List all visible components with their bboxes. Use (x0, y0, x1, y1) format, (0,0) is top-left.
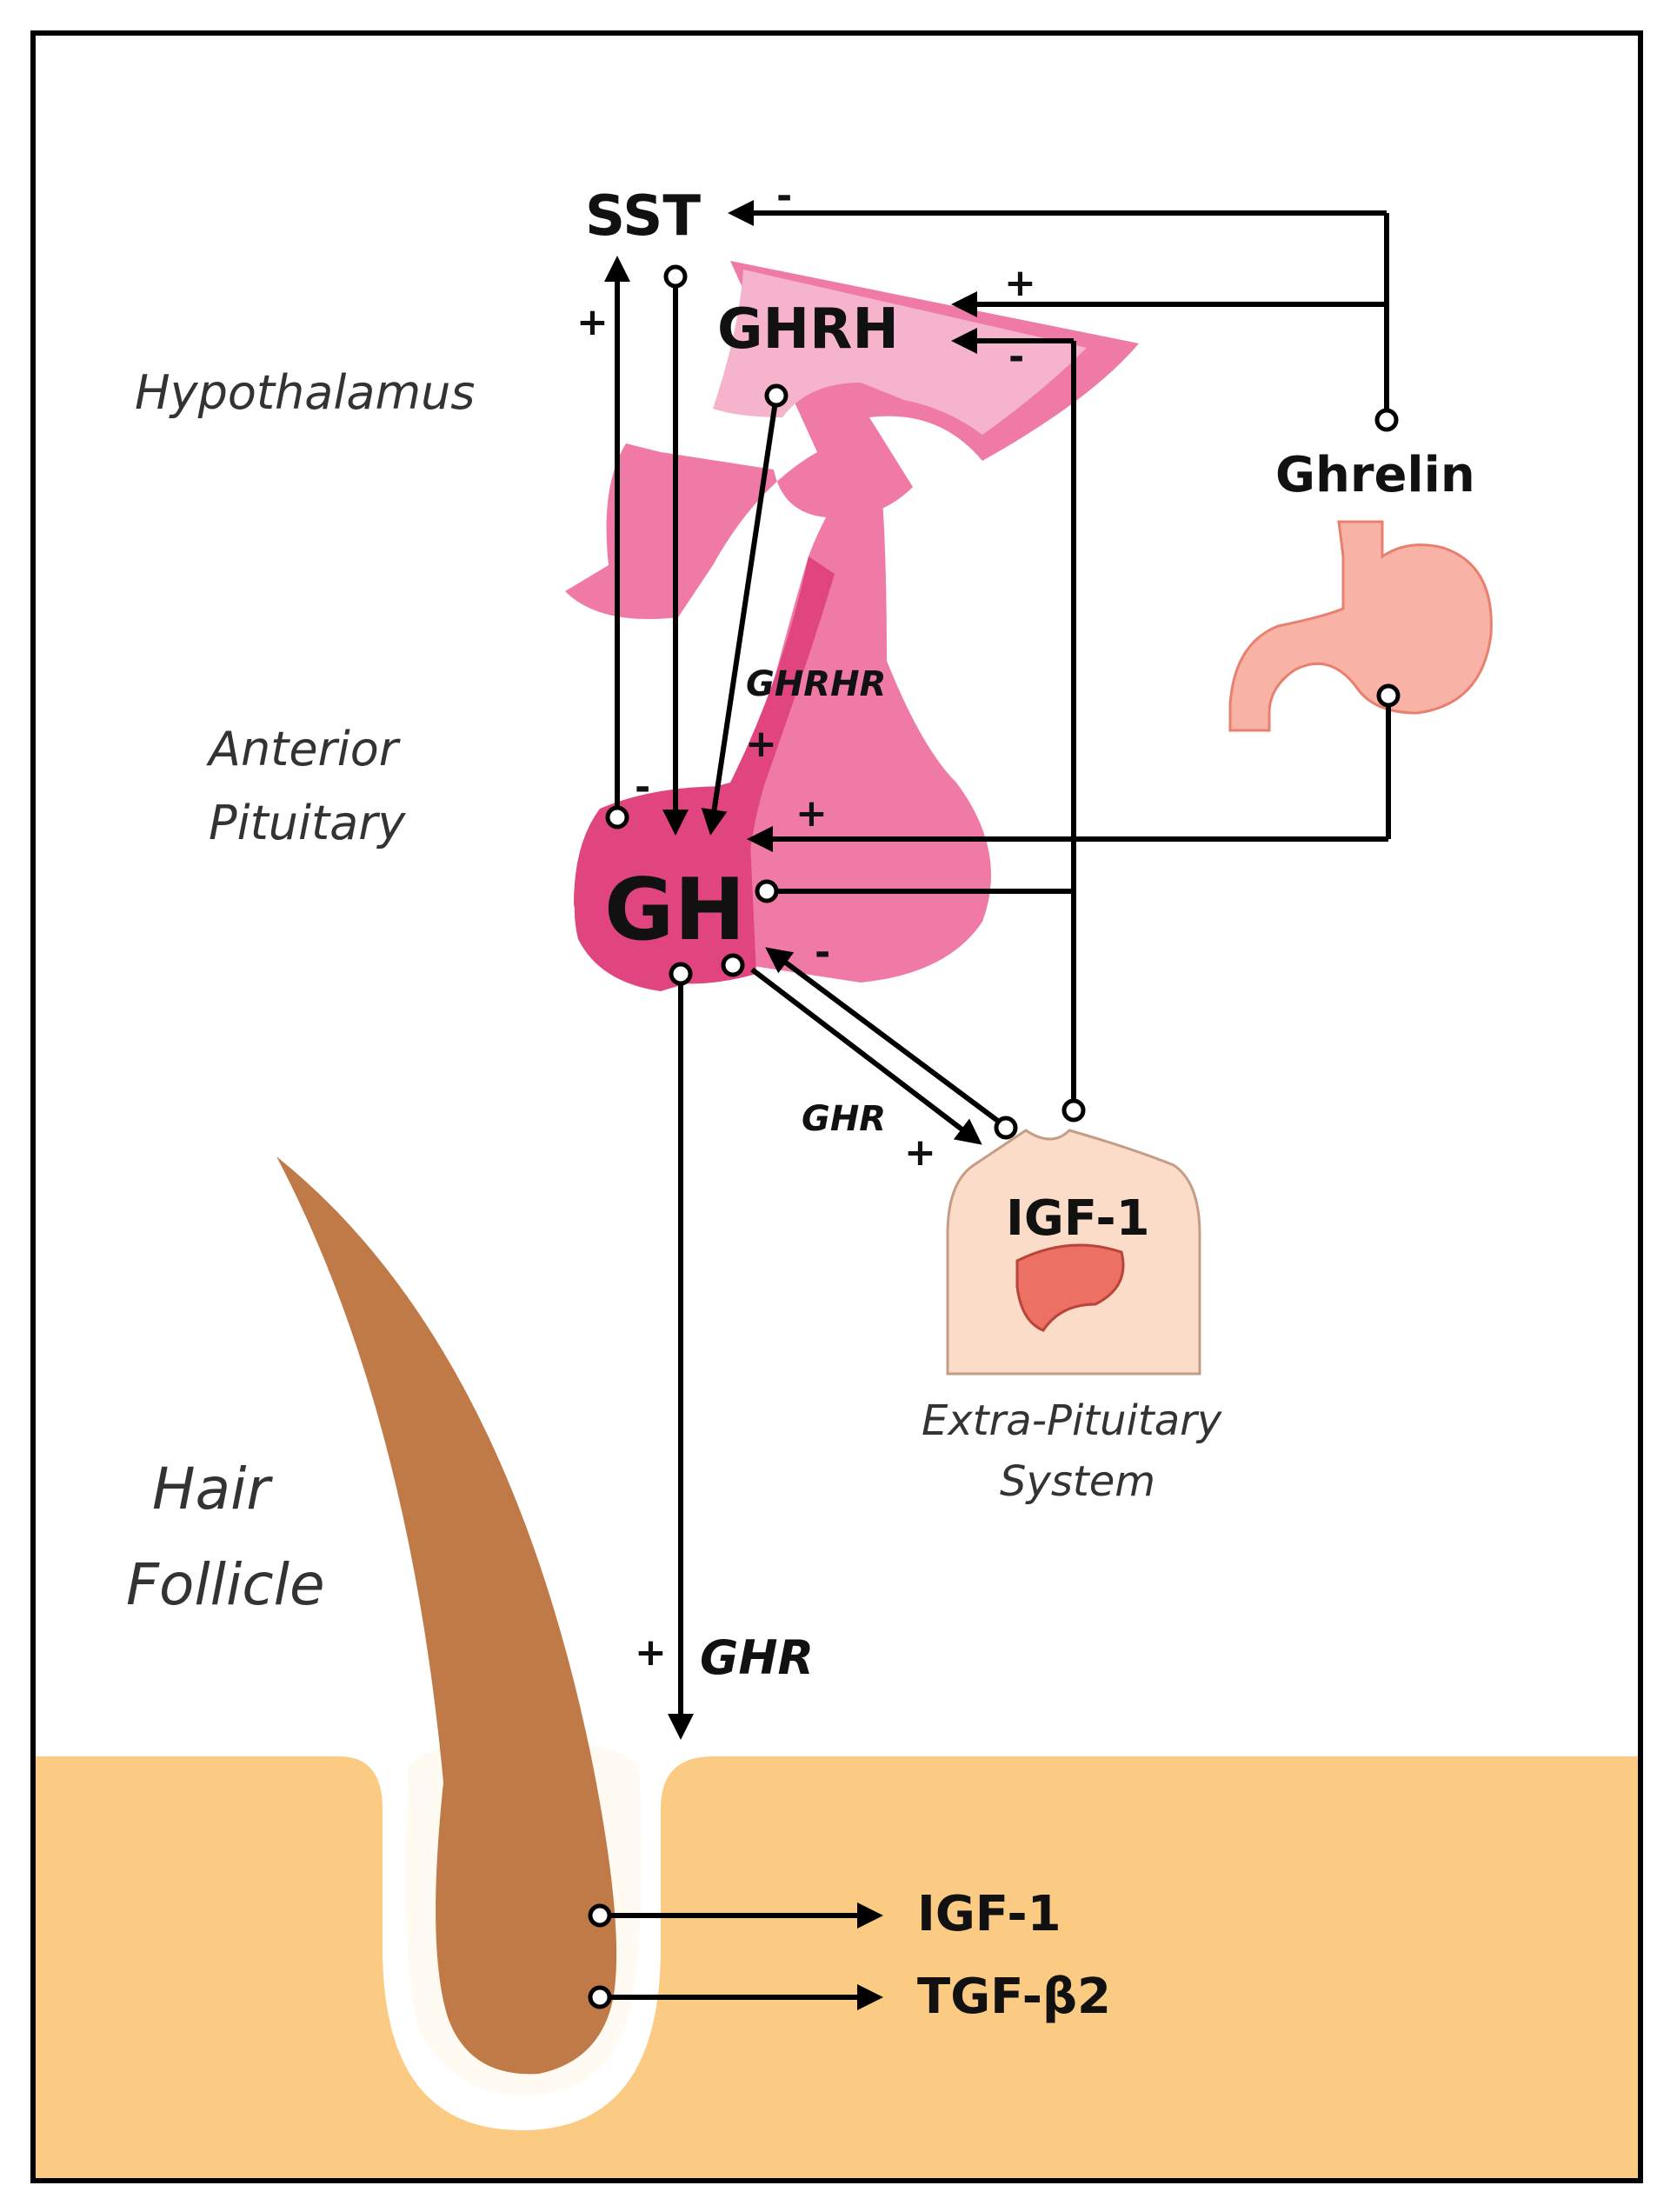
source-nodes (588, 264, 1401, 2009)
tgfb2-label: TGF-β2 (917, 1969, 1111, 2025)
hair-shaft-icon (276, 1156, 617, 2075)
sign-gh-igf1: + (904, 1130, 936, 1175)
regulation-arrows (604, 200, 1391, 2010)
hypothalamus-highlight (713, 270, 1087, 435)
sign-sst-gh: - (635, 765, 650, 810)
sign-igf1-gh: - (815, 930, 830, 975)
ghrelin-label: Ghrelin (1275, 447, 1475, 503)
hypothalamus-label: Hypothalamus (135, 365, 475, 420)
igf1-liver-label: IGF-1 (1006, 1190, 1150, 1247)
ghrh-label: GHRH (717, 297, 899, 362)
gh-label: GH (604, 861, 745, 960)
liver-icon (1015, 1243, 1125, 1332)
sst-label: SST (585, 184, 701, 249)
follicle-label: Follicle (126, 1551, 325, 1618)
sign-gh-sst: + (576, 300, 609, 344)
extra-pituitary-label: Extra-Pituitary (922, 1396, 1222, 1445)
sign-ghrelin-gh: + (795, 791, 828, 836)
sign-gh-follicle: + (635, 1630, 667, 1675)
igf1-follicle-label: IGF-1 (917, 1886, 1061, 1942)
hair-label: Hair (152, 1456, 273, 1522)
ghr-follicle-label: GHR (700, 1630, 814, 1685)
pituitary-label: Pituitary (209, 796, 406, 850)
sign-ghrh-gh: + (745, 722, 777, 766)
stomach-icon (1228, 520, 1493, 732)
ghr-liver-label: GHR (802, 1099, 886, 1139)
pituitary-stalk (730, 452, 991, 983)
anterior-label: Anterior (206, 722, 401, 776)
sign-ghrelin-ghrh: + (1004, 261, 1036, 305)
gh-gland-shape (574, 786, 756, 984)
system-label: System (1000, 1457, 1155, 1506)
skin-layer (36, 1756, 1638, 2178)
ghrhr-label: GHRHR (746, 664, 886, 704)
sign-igf1-ghrh: - (1008, 335, 1024, 379)
sign-ghrelin-sst: - (776, 174, 792, 218)
